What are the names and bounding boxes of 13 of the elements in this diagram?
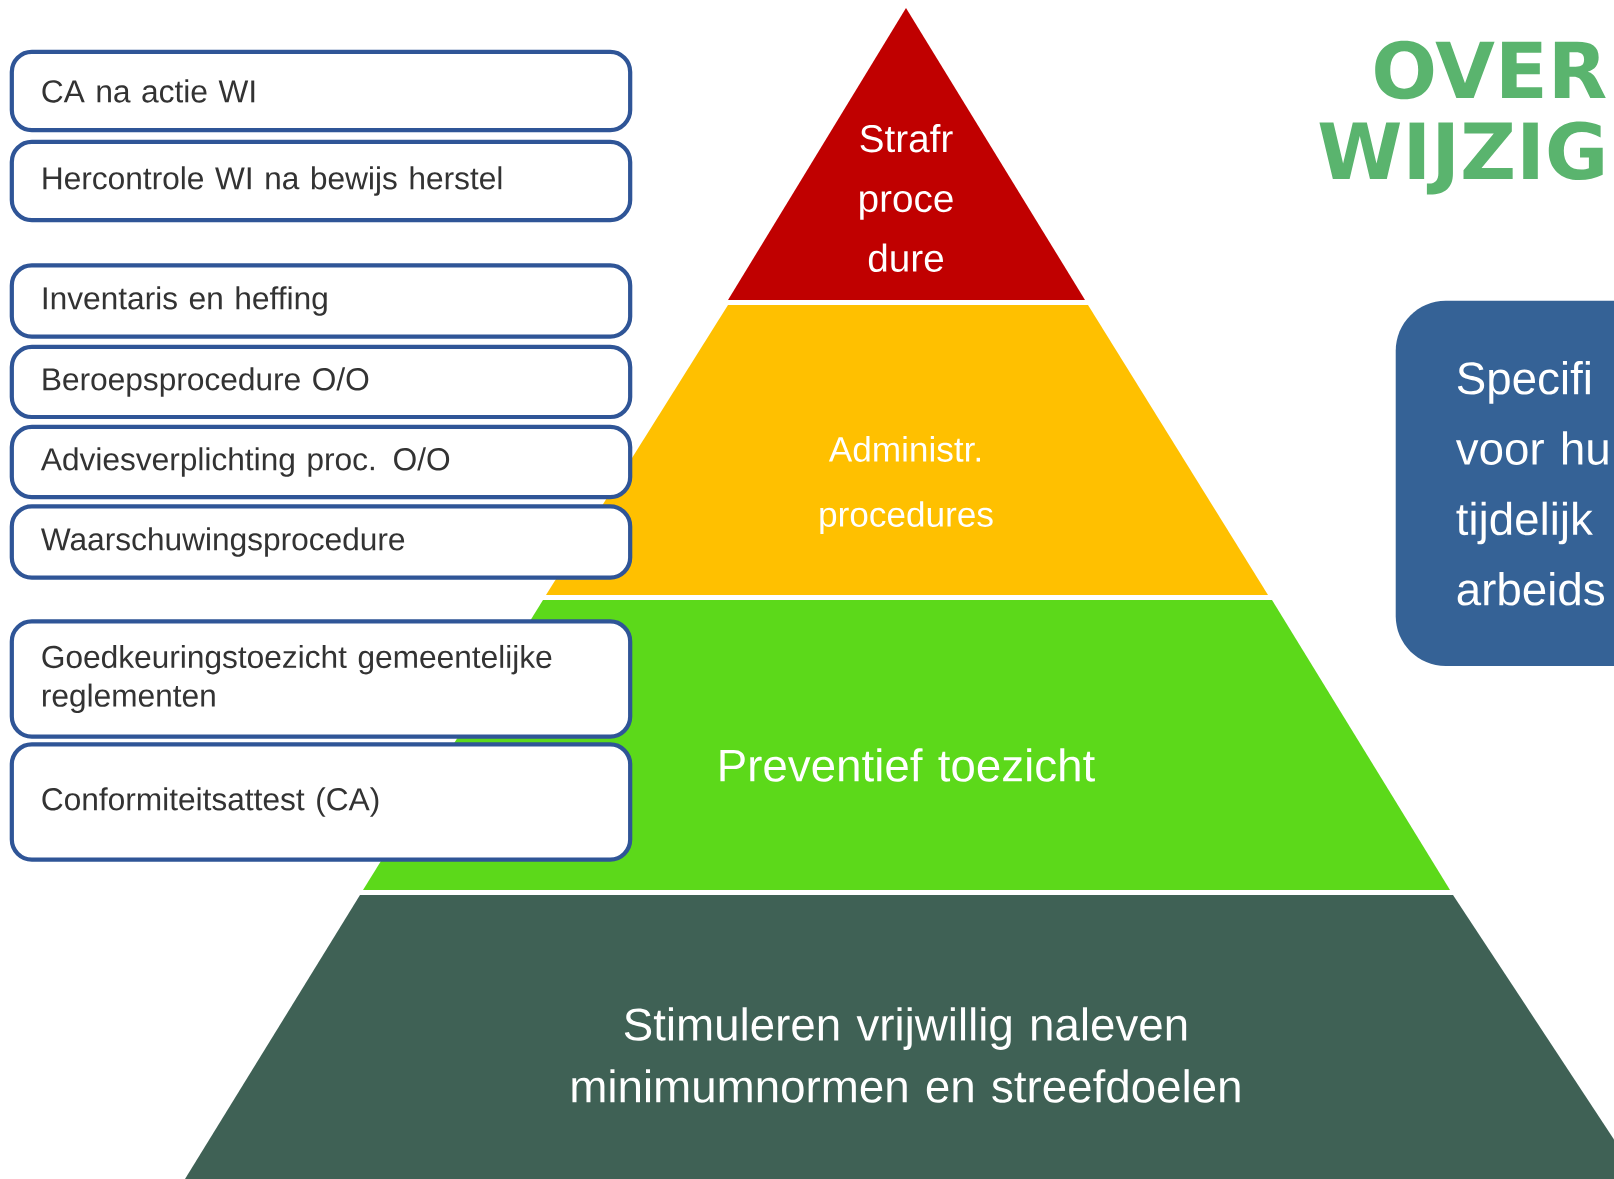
text-box: Beroepsprocedure O/O bbox=[9, 344, 633, 420]
pyramid-tier: Strafr proce dure bbox=[728, 8, 1085, 300]
info-box: Specifi voor hu tijdelijk arbeids bbox=[1395, 300, 1614, 666]
pyramid-tier: Administr. procedures bbox=[546, 305, 1268, 595]
text-box: Conformiteitsattest (CA) bbox=[9, 742, 633, 862]
title: OVER WIJZIG bbox=[1319, 40, 1606, 195]
text-box: Inventaris en heffing bbox=[9, 263, 633, 339]
text-box: Hercontrole WI na bewijs herstel bbox=[9, 139, 633, 223]
pyramid-tier: Stimuleren vrijwillig naleven minimumnormen en streefdoelen bbox=[185, 895, 1614, 1179]
text-box: Waarschuwingsprocedure bbox=[9, 504, 633, 580]
text-box: CA na actie WI bbox=[9, 49, 633, 133]
text-box: Adviesverplichting proc. O/O bbox=[9, 424, 633, 500]
text-box: Goedkeuringstoezicht gemeentelijke reglementen bbox=[9, 619, 633, 739]
